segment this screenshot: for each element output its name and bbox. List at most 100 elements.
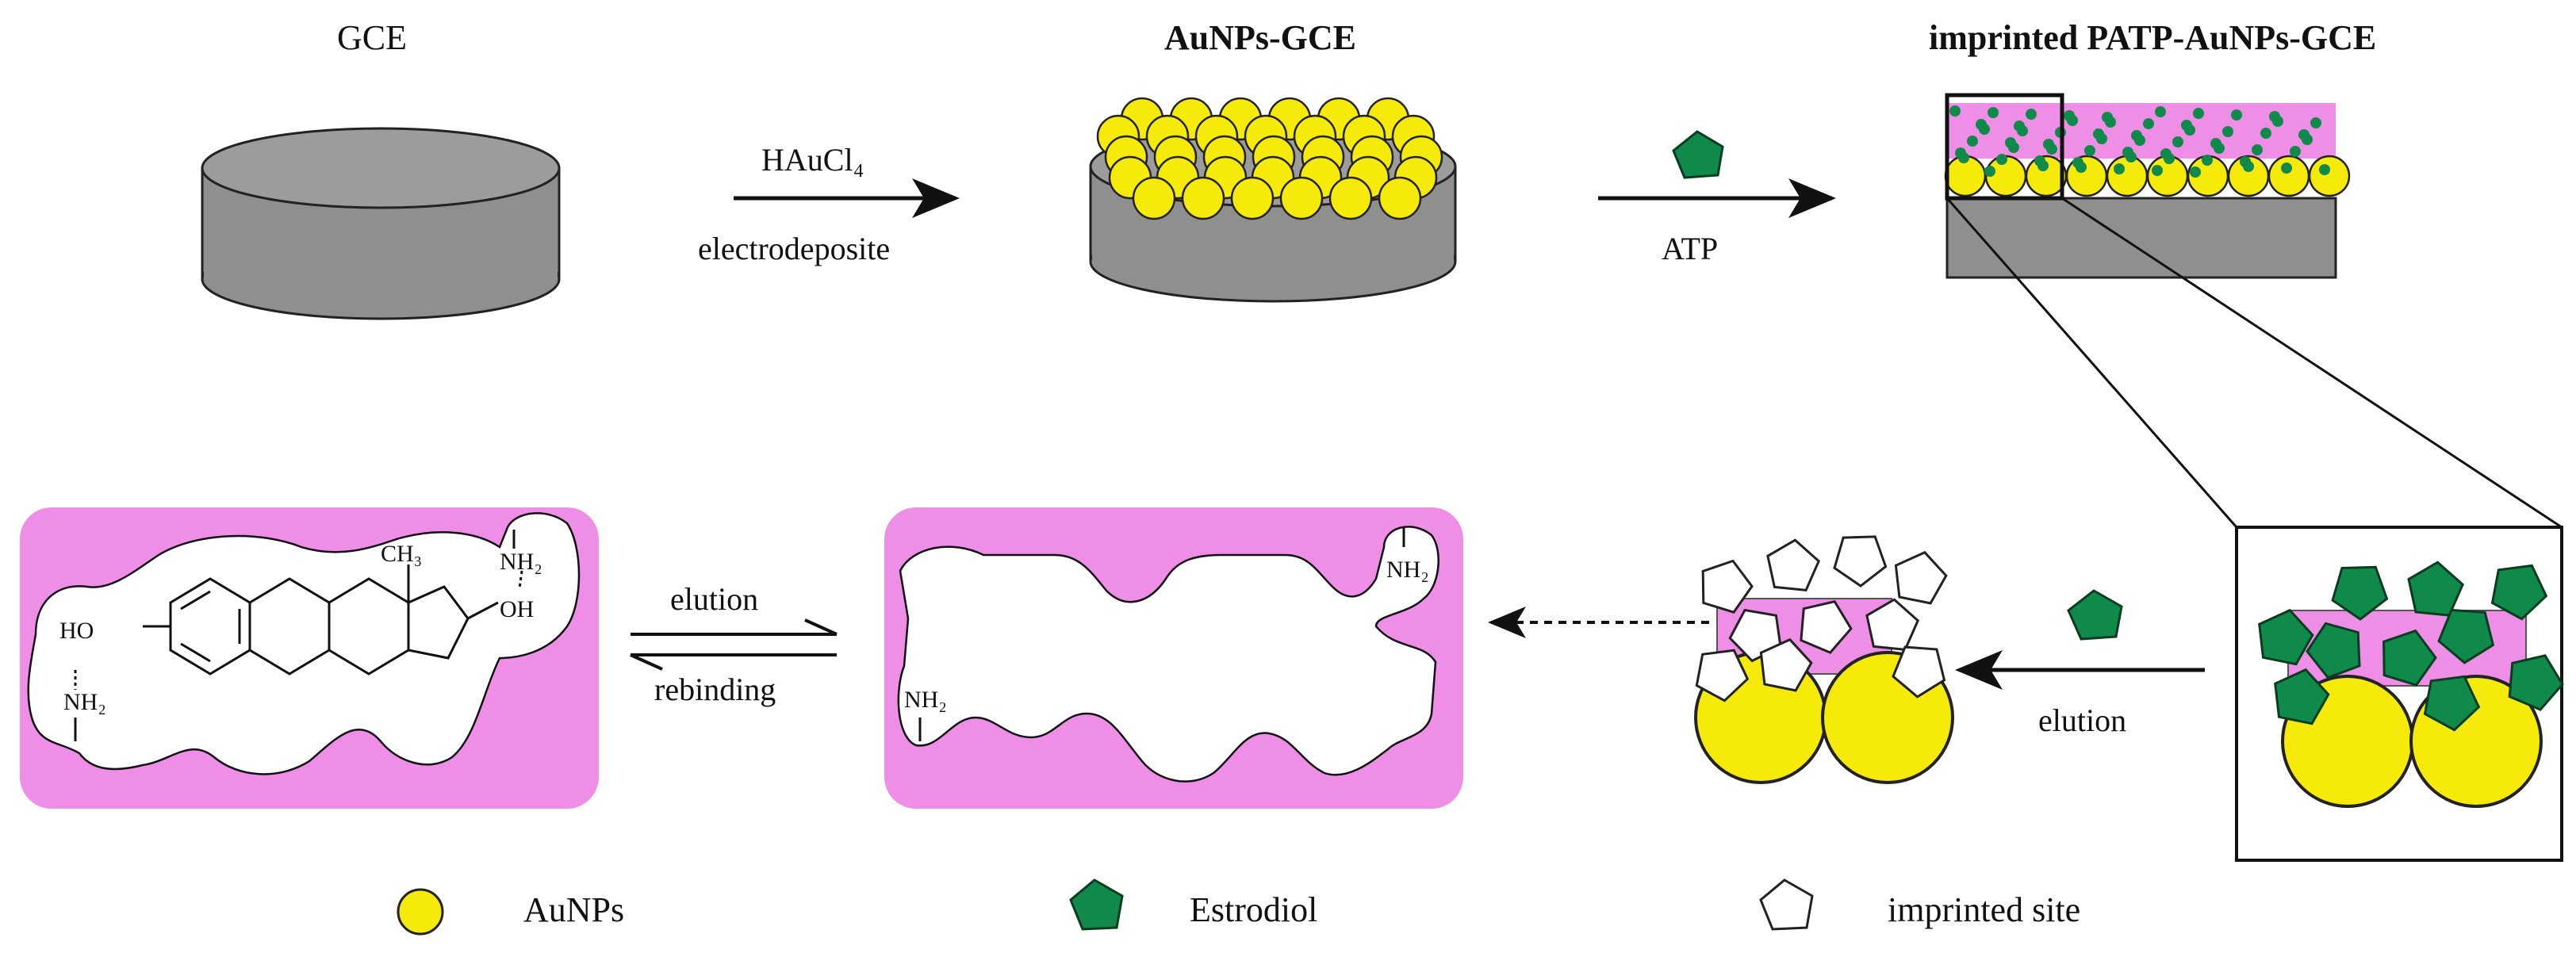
hauc14-label: HAuCl₄	[761, 142, 864, 178]
imprinted-site-pentagon	[1766, 538, 1821, 592]
estradiol-dot	[1955, 147, 1966, 159]
aunp	[1378, 176, 1422, 220]
aunp	[2308, 155, 2351, 197]
elution-right-label: elution	[2038, 702, 2127, 738]
estradiol-dot	[2152, 165, 2163, 176]
estradiol-dot	[2319, 164, 2330, 175]
nh2-label-a: NH₂	[63, 689, 106, 715]
estradiol-dot	[2193, 108, 2204, 119]
aunp	[1132, 176, 1176, 220]
rebinding-eq-label: rebinding	[654, 672, 776, 707]
legend-aunp-icon	[397, 888, 444, 936]
estradiol-dot	[2026, 109, 2037, 120]
aunp	[2267, 155, 2310, 197]
estradiol-dot	[1996, 154, 2007, 165]
estradiol-dot	[1967, 136, 1978, 147]
aunp	[1230, 176, 1275, 220]
estradiol-dot	[2202, 155, 2213, 166]
estradiol-dot	[2260, 128, 2271, 139]
imprinted-site-pentagon	[1865, 598, 1920, 652]
estradiol-dot	[2005, 137, 2016, 148]
legend-estradiol-label: Estrodiol	[1190, 890, 1318, 929]
estradiol-dot	[1976, 119, 1987, 130]
estradiol-pentagon-icon	[1672, 130, 1724, 179]
aunp	[1328, 176, 1373, 220]
imprinted-site-pentagon	[1701, 559, 1754, 614]
zoom-box	[1945, 93, 2064, 201]
estradiol-pentagon	[2437, 608, 2495, 664]
estradiol-dot	[2064, 110, 2075, 121]
estradiol-dot	[2084, 145, 2095, 156]
estradiol-dot	[2240, 156, 2251, 167]
legend-site-icon	[1759, 878, 1814, 931]
legend-aunps-label: AuNPs	[523, 890, 625, 929]
nh2-label: NH₂	[500, 549, 542, 575]
stage-gce-label: GCE	[337, 18, 407, 57]
estradiol-dot	[2310, 117, 2321, 128]
estradiol-pentagon-icon-2	[2067, 589, 2123, 641]
legend-site-label: imprinted site	[1888, 890, 2081, 929]
estradiol-dot	[2072, 157, 2083, 168]
stage-aunps-gce-label: AuNPs-GCE	[1164, 18, 1357, 57]
aunp	[1279, 176, 1324, 220]
imprinted-electrode	[1944, 93, 2351, 279]
estradiol-dot	[2281, 163, 2292, 174]
stage-imprinted-label: imprinted PATP-AuNPs-GCE	[1929, 18, 2377, 57]
elution-eq-label: elution	[670, 581, 759, 617]
estradiol-dot	[2269, 111, 2280, 122]
imprinted-cavity-panel: NH₂ NH₂	[884, 507, 1463, 809]
nh2-label-b: NH₂	[904, 687, 947, 713]
estradiol-dot	[2160, 148, 2172, 159]
eluted-cluster	[1694, 535, 1954, 784]
aunp	[2106, 155, 2149, 197]
estradiol-dot	[2034, 155, 2045, 166]
nh2-label-c: NH₂	[1386, 557, 1429, 583]
estradiol-dot	[2290, 146, 2301, 157]
bound-template-panel: CH₃ NH₂ OH HO NH₂	[20, 507, 599, 809]
imprinted-site-pentagon	[1800, 599, 1853, 654]
estradiol-dot	[2102, 112, 2113, 123]
estradiol-dot	[2093, 128, 2104, 140]
atp-label: ATP	[1662, 231, 1719, 266]
estradiol-dot	[2155, 106, 2166, 117]
estradiol-pentagon	[2274, 668, 2330, 725]
legend-estradiol-icon	[1069, 878, 1124, 931]
estradiol-pentagon	[2258, 608, 2314, 666]
gce-electrode	[201, 127, 561, 320]
aunp	[1181, 176, 1225, 220]
estradiol-dot	[2181, 120, 2192, 131]
ch3-label: CH₃	[381, 541, 422, 567]
estradiol-pentagon	[2306, 622, 2361, 679]
estradiol-dot	[2190, 166, 2201, 178]
estradiol-dot	[2172, 136, 2183, 147]
estradiol-dot	[2252, 144, 2263, 155]
estradiol-dot	[2131, 130, 2142, 141]
aunps-gce-electrode	[1089, 97, 1457, 303]
estradiol-dot	[2114, 163, 2125, 174]
estradiol-pentagon	[2407, 561, 2465, 617]
estradiol-pentagon	[2423, 675, 2481, 732]
estradiol-pentagon	[2508, 654, 2564, 711]
imprinted-site-pentagon	[1894, 550, 1948, 605]
estradiol-dot	[2231, 109, 2242, 121]
electrodeposite-label: electrodeposite	[698, 231, 891, 266]
zoom-panel	[2235, 526, 2564, 862]
estradiol-pentagon	[2490, 564, 2548, 621]
imprinted-site-pentagon	[1728, 608, 1782, 663]
estradiol-dot	[2122, 147, 2133, 158]
estradiol-dot	[1988, 107, 1999, 118]
oh-label: OH	[500, 596, 534, 622]
imprinted-site-pentagon	[1892, 645, 1946, 698]
estradiol-dot	[1949, 105, 1961, 117]
ho-label: HO	[59, 618, 94, 644]
estradiol-dot	[2014, 121, 2025, 132]
equilibrium-arrows	[630, 618, 838, 671]
estradiol-dot	[2222, 126, 2233, 137]
estradiol-dot	[2298, 129, 2310, 140]
estradiol-dot	[2043, 139, 2054, 150]
estradiol-dot	[1984, 166, 1995, 177]
estradiol-dot	[2143, 118, 2154, 129]
estradiol-pentagon	[2382, 629, 2437, 687]
estradiol-dot	[2210, 138, 2221, 149]
